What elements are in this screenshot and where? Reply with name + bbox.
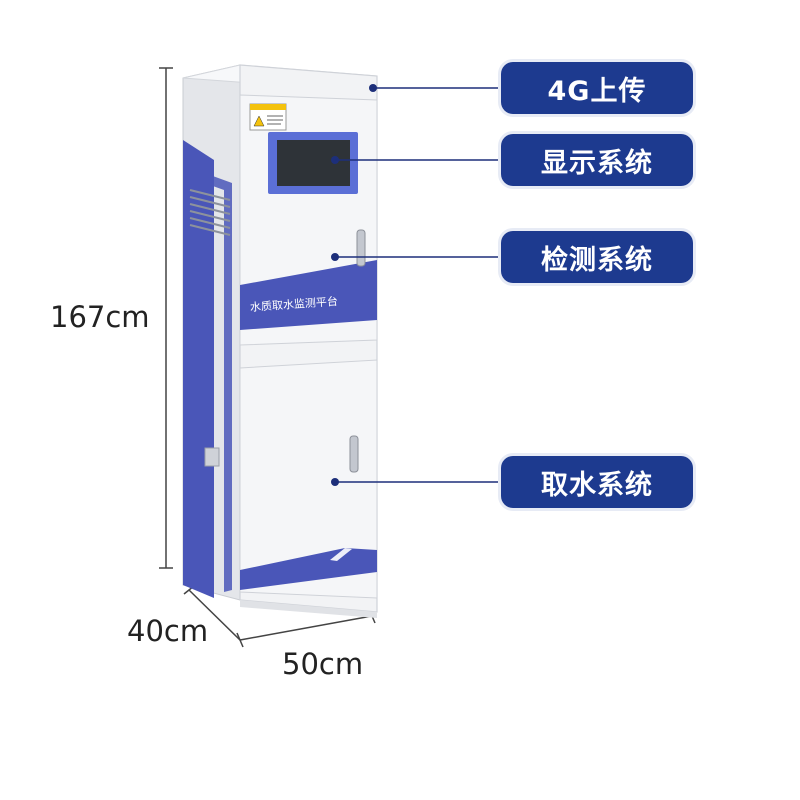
depth-label: 40cm <box>127 614 209 648</box>
leader-line-display <box>331 156 501 164</box>
upper-door-handle <box>356 229 366 267</box>
warning-label-icon <box>249 103 287 131</box>
callout-4g-upload: 4G上传 <box>501 62 693 114</box>
height-dimension-line <box>159 67 173 569</box>
cabinet-front <box>239 64 378 618</box>
display-screen <box>268 132 358 194</box>
cabinet-base <box>240 600 377 618</box>
leader-line-4g <box>369 84 501 92</box>
width-label: 50cm <box>282 647 364 681</box>
callout-intake-system: 取水系统 <box>501 456 693 508</box>
leader-line-intake <box>331 478 501 486</box>
lower-door-stripe <box>240 548 377 590</box>
upper-door-stripe <box>240 260 377 330</box>
cabinet-side <box>182 64 241 601</box>
callout-display-system: 显示系统 <box>501 134 693 186</box>
callout-detection-system: 检测系统 <box>501 231 693 283</box>
leader-line-detection <box>331 253 501 261</box>
vent-grille-icon <box>189 189 231 236</box>
height-label: 167cm <box>50 300 150 334</box>
lower-door <box>239 359 378 599</box>
lower-door-handle <box>349 435 359 473</box>
